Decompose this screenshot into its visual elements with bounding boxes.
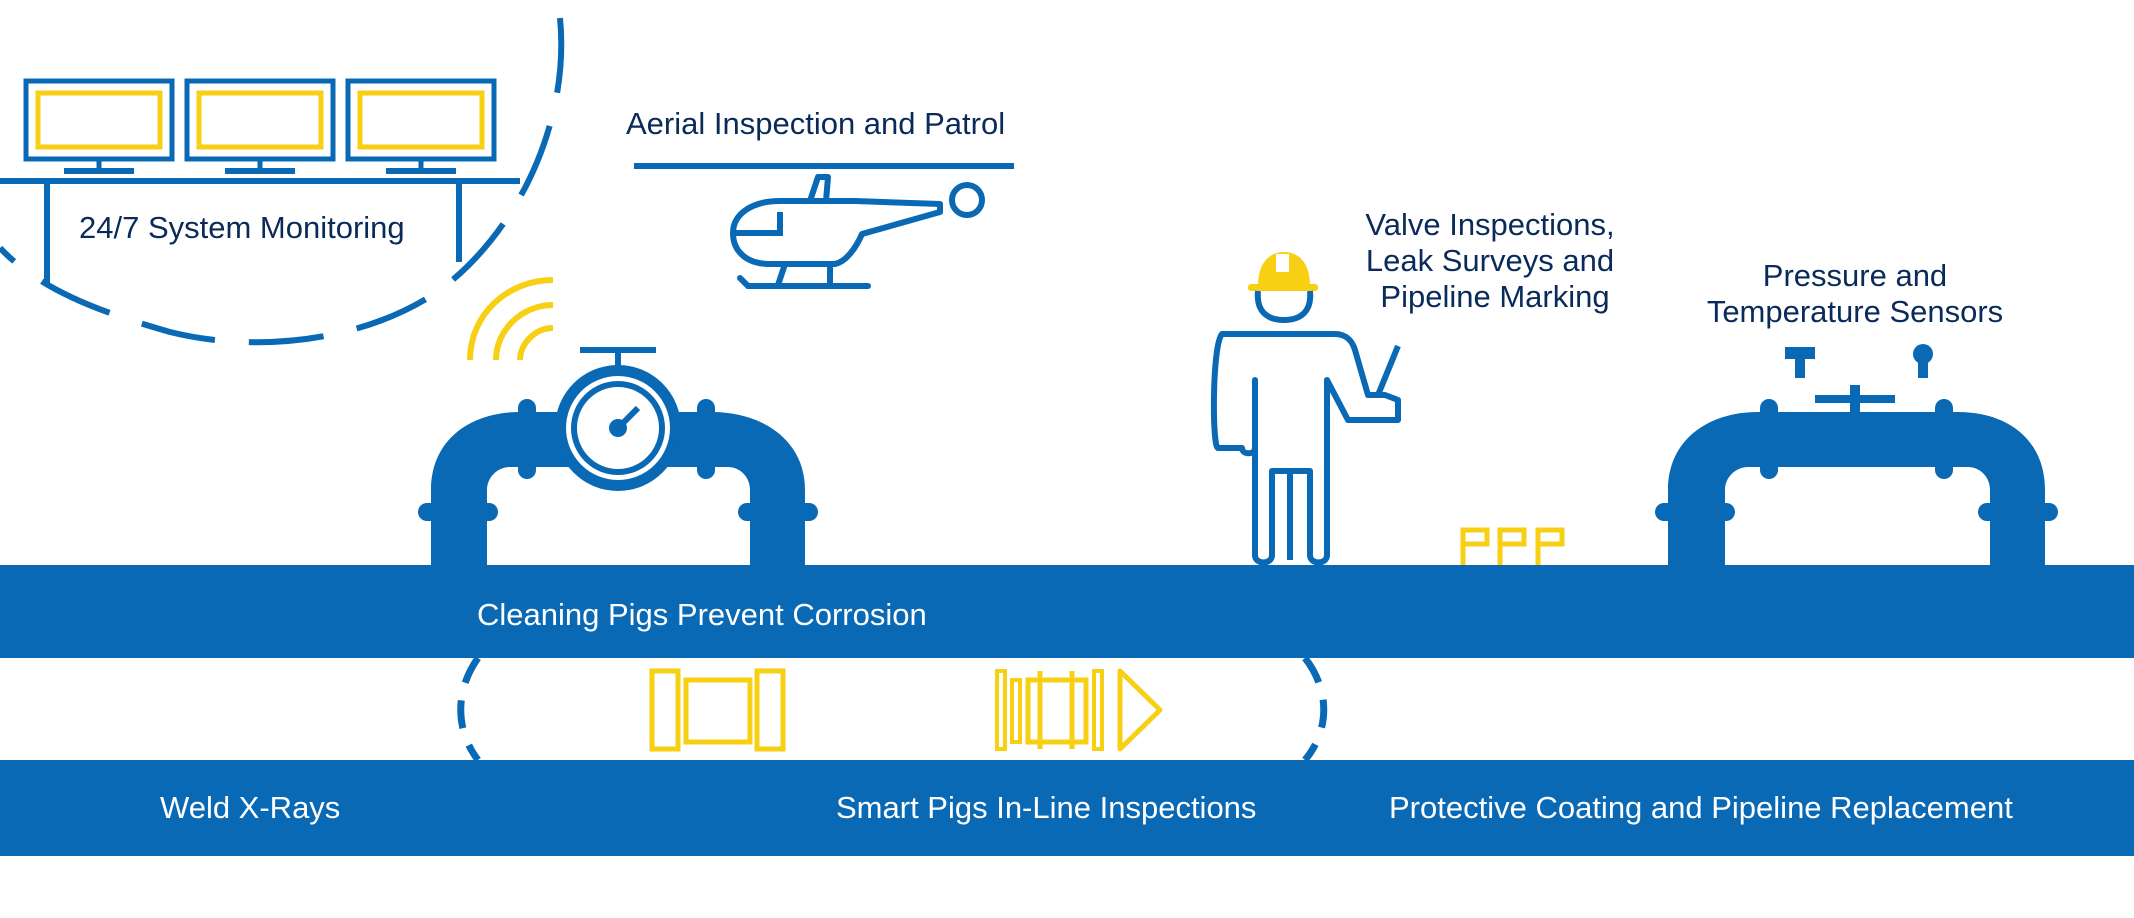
valve-label-line3: Pipeline Marking <box>1380 279 1609 314</box>
weld-label: Weld X-Rays <box>160 790 340 825</box>
marker-posts-icon <box>1460 527 1565 565</box>
aerial-inspection: Aerial Inspection and Patrol <box>626 106 1014 289</box>
coating-label: Protective Coating and Pipeline Replacem… <box>1389 790 2013 825</box>
monitoring-station: 24/7 System Monitoring <box>0 17 565 346</box>
gauge-icon <box>555 347 681 491</box>
valve-label-line1: Valve Inspections, <box>1365 207 1614 242</box>
wireless-signal-icon <box>467 277 554 361</box>
pipe-bend-right <box>1655 399 2058 565</box>
pressure-label-line2: Temperature Sensors <box>1707 294 2003 329</box>
cleaning-pig-icon <box>649 668 786 752</box>
monitoring-label: 24/7 System Monitoring <box>79 210 405 245</box>
smart-pig-icon <box>995 668 1163 752</box>
helicopter-icon <box>634 163 1014 289</box>
aerial-label: Aerial Inspection and Patrol <box>626 106 1005 141</box>
smart-pigs-label: Smart Pigs In-Line Inspections <box>836 790 1256 825</box>
monitoring-dashed-ring <box>0 17 565 346</box>
top-pipe <box>0 565 2134 658</box>
desk <box>0 178 520 284</box>
worker-icon: Valve Inspections, Leak Surveys and Pipe… <box>1210 207 1615 566</box>
valve-label-line2: Leak Surveys and <box>1366 243 1614 278</box>
monitor-icon <box>345 78 497 174</box>
pipe-bend-left <box>418 399 818 565</box>
sensor-icon: Pressure and Temperature Sensors <box>1707 258 2003 412</box>
pressure-label-line1: Pressure and <box>1763 258 1947 293</box>
pig-loop-dashed <box>457 655 1328 763</box>
cleaning-label: Cleaning Pigs Prevent Corrosion <box>477 597 927 632</box>
pipeline <box>0 399 2134 856</box>
monitor-icon <box>23 78 175 174</box>
bottom-pipe <box>0 760 2134 856</box>
monitor-icon <box>184 78 336 174</box>
